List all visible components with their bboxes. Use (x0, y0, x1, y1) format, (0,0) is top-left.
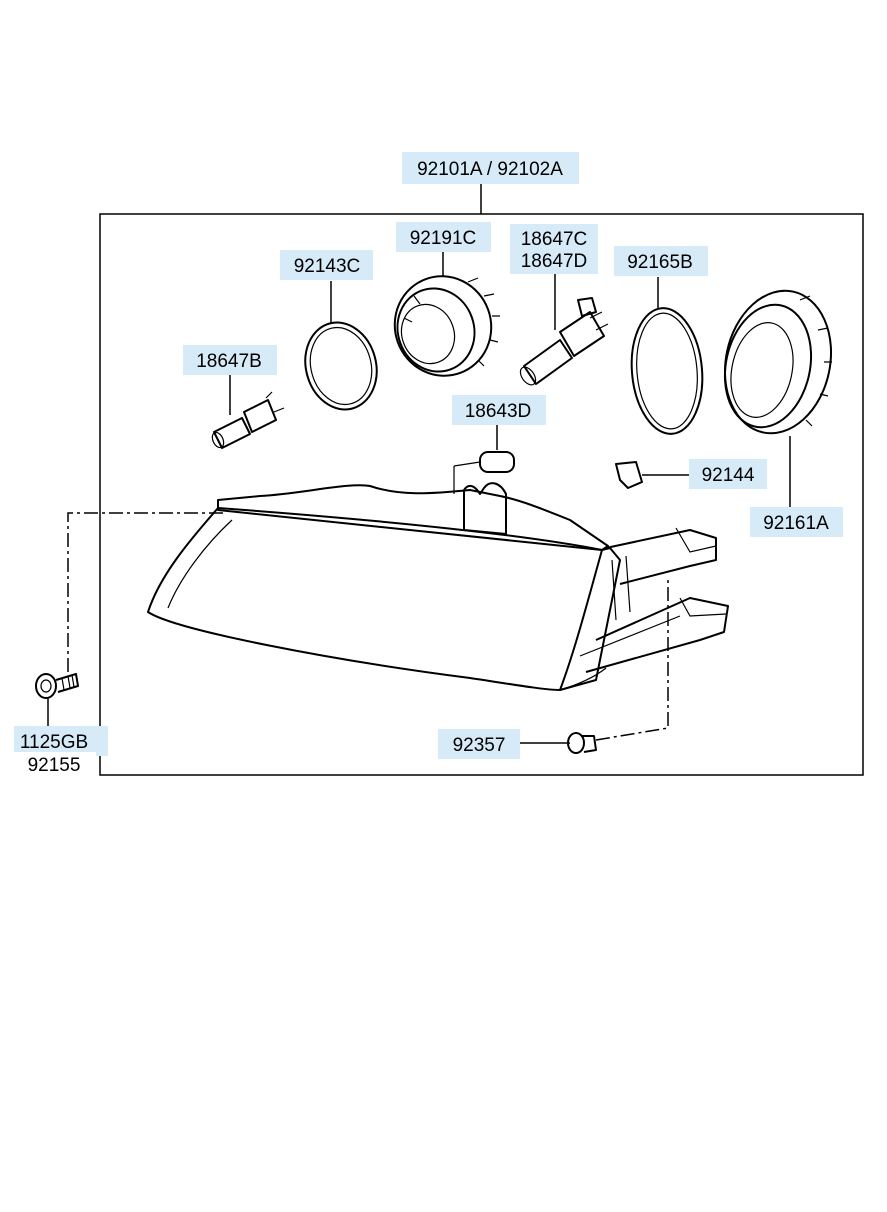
label-gasket-c-text: 92143C (294, 256, 361, 277)
bolt-part (35, 673, 79, 699)
nut-part (567, 732, 597, 754)
label-assembly[interactable]: 92101A / 92102A (402, 152, 579, 184)
label-reflector-ring[interactable]: 92191C (396, 222, 491, 252)
main-bulb-part (519, 297, 609, 386)
label-bulb-main-2-text: 18647D (521, 251, 588, 272)
cap-part (723, 289, 833, 435)
label-cap[interactable]: 92161A (750, 507, 843, 537)
gasket-b-part (630, 307, 704, 435)
label-clip[interactable]: 92144 (689, 459, 767, 489)
label-gasket-b[interactable]: 92165B (614, 246, 708, 276)
label-reflector-ring-text: 92191C (410, 228, 477, 249)
label-bulb-main-1-text: 18647C (521, 229, 588, 250)
label-bulb-main[interactable]: 18647C 18647D (510, 224, 598, 274)
label-clip-text: 92144 (702, 465, 755, 486)
label-bolt-2-text: 92155 (28, 755, 81, 776)
label-socket-bulb[interactable]: 18643D (452, 395, 546, 425)
label-bolt-1-text: 1125GB (20, 732, 88, 753)
gasket-c-part (304, 321, 378, 411)
label-socket-bulb-text: 18643D (465, 401, 532, 422)
socket-bulb-part (453, 451, 515, 494)
label-bolt[interactable]: 1125GB 92155 (14, 726, 108, 776)
label-bulb-small[interactable]: 18647B (183, 345, 277, 375)
label-gasket-c[interactable]: 92143C (280, 250, 373, 280)
label-nut-text: 92357 (453, 735, 506, 756)
label-bulb-small-text: 18647B (196, 351, 262, 372)
clip-part (615, 461, 643, 489)
headlamp-housing (147, 482, 729, 691)
label-assembly-text: 92101A / 92102A (417, 159, 563, 180)
nut-mount-line (595, 576, 669, 741)
reflector-ring-part (393, 275, 500, 377)
bolt-mount-line (67, 512, 223, 675)
small-bulb-part (211, 391, 285, 449)
label-gasket-b-text: 92165B (627, 252, 693, 273)
label-nut[interactable]: 92357 (438, 729, 520, 759)
label-cap-text: 92161A (763, 513, 829, 534)
